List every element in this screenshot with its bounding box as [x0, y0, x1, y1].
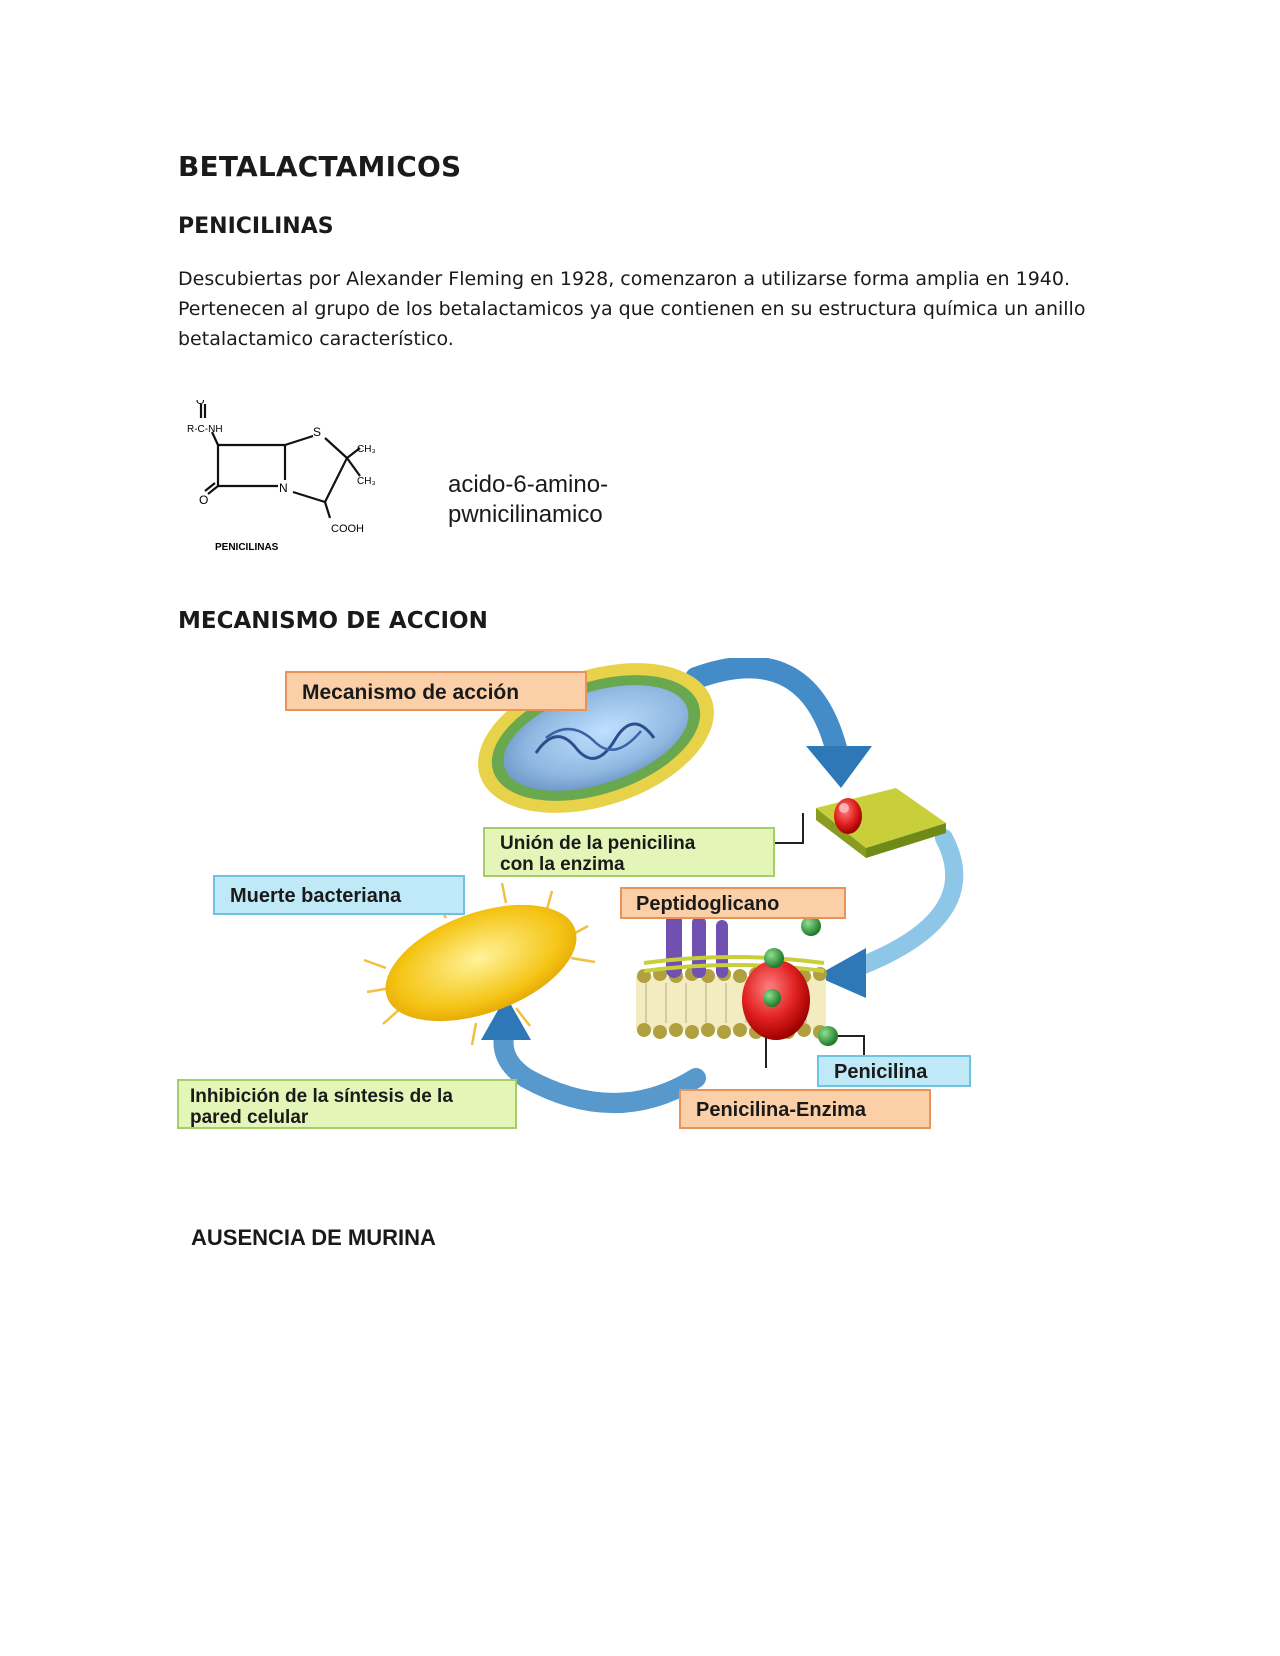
atom-label-o-top: O	[196, 400, 205, 407]
acid-name: acido-6-amino- pwnicilinamico	[448, 470, 608, 530]
penicillin-molecule	[818, 1026, 838, 1046]
svg-text:Mecanismo de acción: Mecanismo de acción	[302, 681, 519, 704]
svg-text:pared celular: pared celular	[190, 1107, 309, 1128]
svg-text:Muerte bacteriana: Muerte bacteriana	[230, 885, 402, 907]
label-penicilina-enzima: Penicilina-Enzima	[679, 1089, 931, 1129]
label-union: Unión de la penicilina con la enzima	[483, 827, 775, 877]
label-penicilina: Penicilina	[817, 1055, 971, 1087]
atom-label-nitrogen: N	[279, 481, 288, 495]
paragraph-line: betalactamico característico.	[178, 328, 454, 350]
mechanism-diagram: Mecanismo de acción Unión de la penicili…	[177, 658, 971, 1129]
label-muerte: Muerte bacteriana	[213, 875, 465, 915]
penicillin-molecule	[801, 916, 821, 936]
atom-label-side-chain: R-C-NH	[187, 424, 223, 435]
atom-label-oxygen: O	[199, 493, 208, 507]
dead-bacterium	[363, 882, 596, 1046]
arrow-head-right	[816, 948, 866, 998]
atom-label-carboxyl: COOH	[331, 523, 364, 535]
label-inhibicion: Inhibición de la síntesis de la pared ce…	[177, 1079, 517, 1129]
atom-label-methyl-2: CH₃	[357, 476, 376, 487]
enzyme-small	[834, 798, 862, 834]
svg-text:Penicilina-Enzima: Penicilina-Enzima	[696, 1099, 867, 1121]
acid-name-line: acido-6-amino-	[448, 471, 609, 498]
svg-text:Penicilina: Penicilina	[834, 1061, 928, 1083]
membrane-structure	[636, 908, 827, 1040]
penicillin-molecule	[764, 948, 784, 968]
intro-paragraph: Descubiertas por Alexander Fleming en 19…	[178, 264, 1098, 354]
label-peptidoglicano: Peptidoglicano	[620, 887, 846, 919]
arrow-right-down	[847, 829, 964, 977]
arrow-head-bottom	[481, 996, 531, 1040]
paragraph-line: Descubiertas por Alexander Fleming en 19…	[178, 268, 1070, 290]
svg-text:Peptidoglicano: Peptidoglicano	[636, 893, 779, 915]
label-mecanismo: Mecanismo de acción	[285, 671, 587, 711]
svg-text:Inhibición de la síntesis de l: Inhibición de la síntesis de la	[190, 1086, 453, 1107]
cycle-arrows	[481, 658, 964, 1113]
connector-union	[774, 813, 804, 844]
svg-text:Unión de la penicilina: Unión de la penicilina	[500, 833, 696, 854]
document-title: BETALACTAMICOS	[178, 150, 462, 183]
section-heading-murina: AUSENCIA DE MURINA	[191, 1225, 436, 1250]
penicillin-structure-figure: O R-C-NH S CH₃ CH₃ N O COOH PENICILINAS	[187, 400, 376, 553]
section-heading-penicilinas: PENICILINAS	[178, 214, 334, 239]
arrow-head-top	[806, 746, 872, 788]
paragraph-line: Pertenecen al grupo de los betalactamico…	[178, 298, 1086, 320]
arrow-top-right	[685, 658, 847, 759]
arrow-bottom-left	[493, 1018, 706, 1113]
svg-text:con la enzima: con la enzima	[500, 854, 625, 875]
atom-label-sulfur: S	[313, 425, 321, 439]
penicillin-bound	[763, 989, 781, 1007]
acid-name-line: pwnicilinamico	[448, 501, 603, 528]
atom-label-methyl-1: CH₃	[357, 444, 376, 455]
cell-wall-fragment	[816, 788, 946, 858]
structure-caption: PENICILINAS	[215, 542, 279, 553]
section-heading-mecanismo: MECANISMO DE ACCION	[178, 608, 488, 634]
connector-penicilina	[838, 1035, 865, 1056]
